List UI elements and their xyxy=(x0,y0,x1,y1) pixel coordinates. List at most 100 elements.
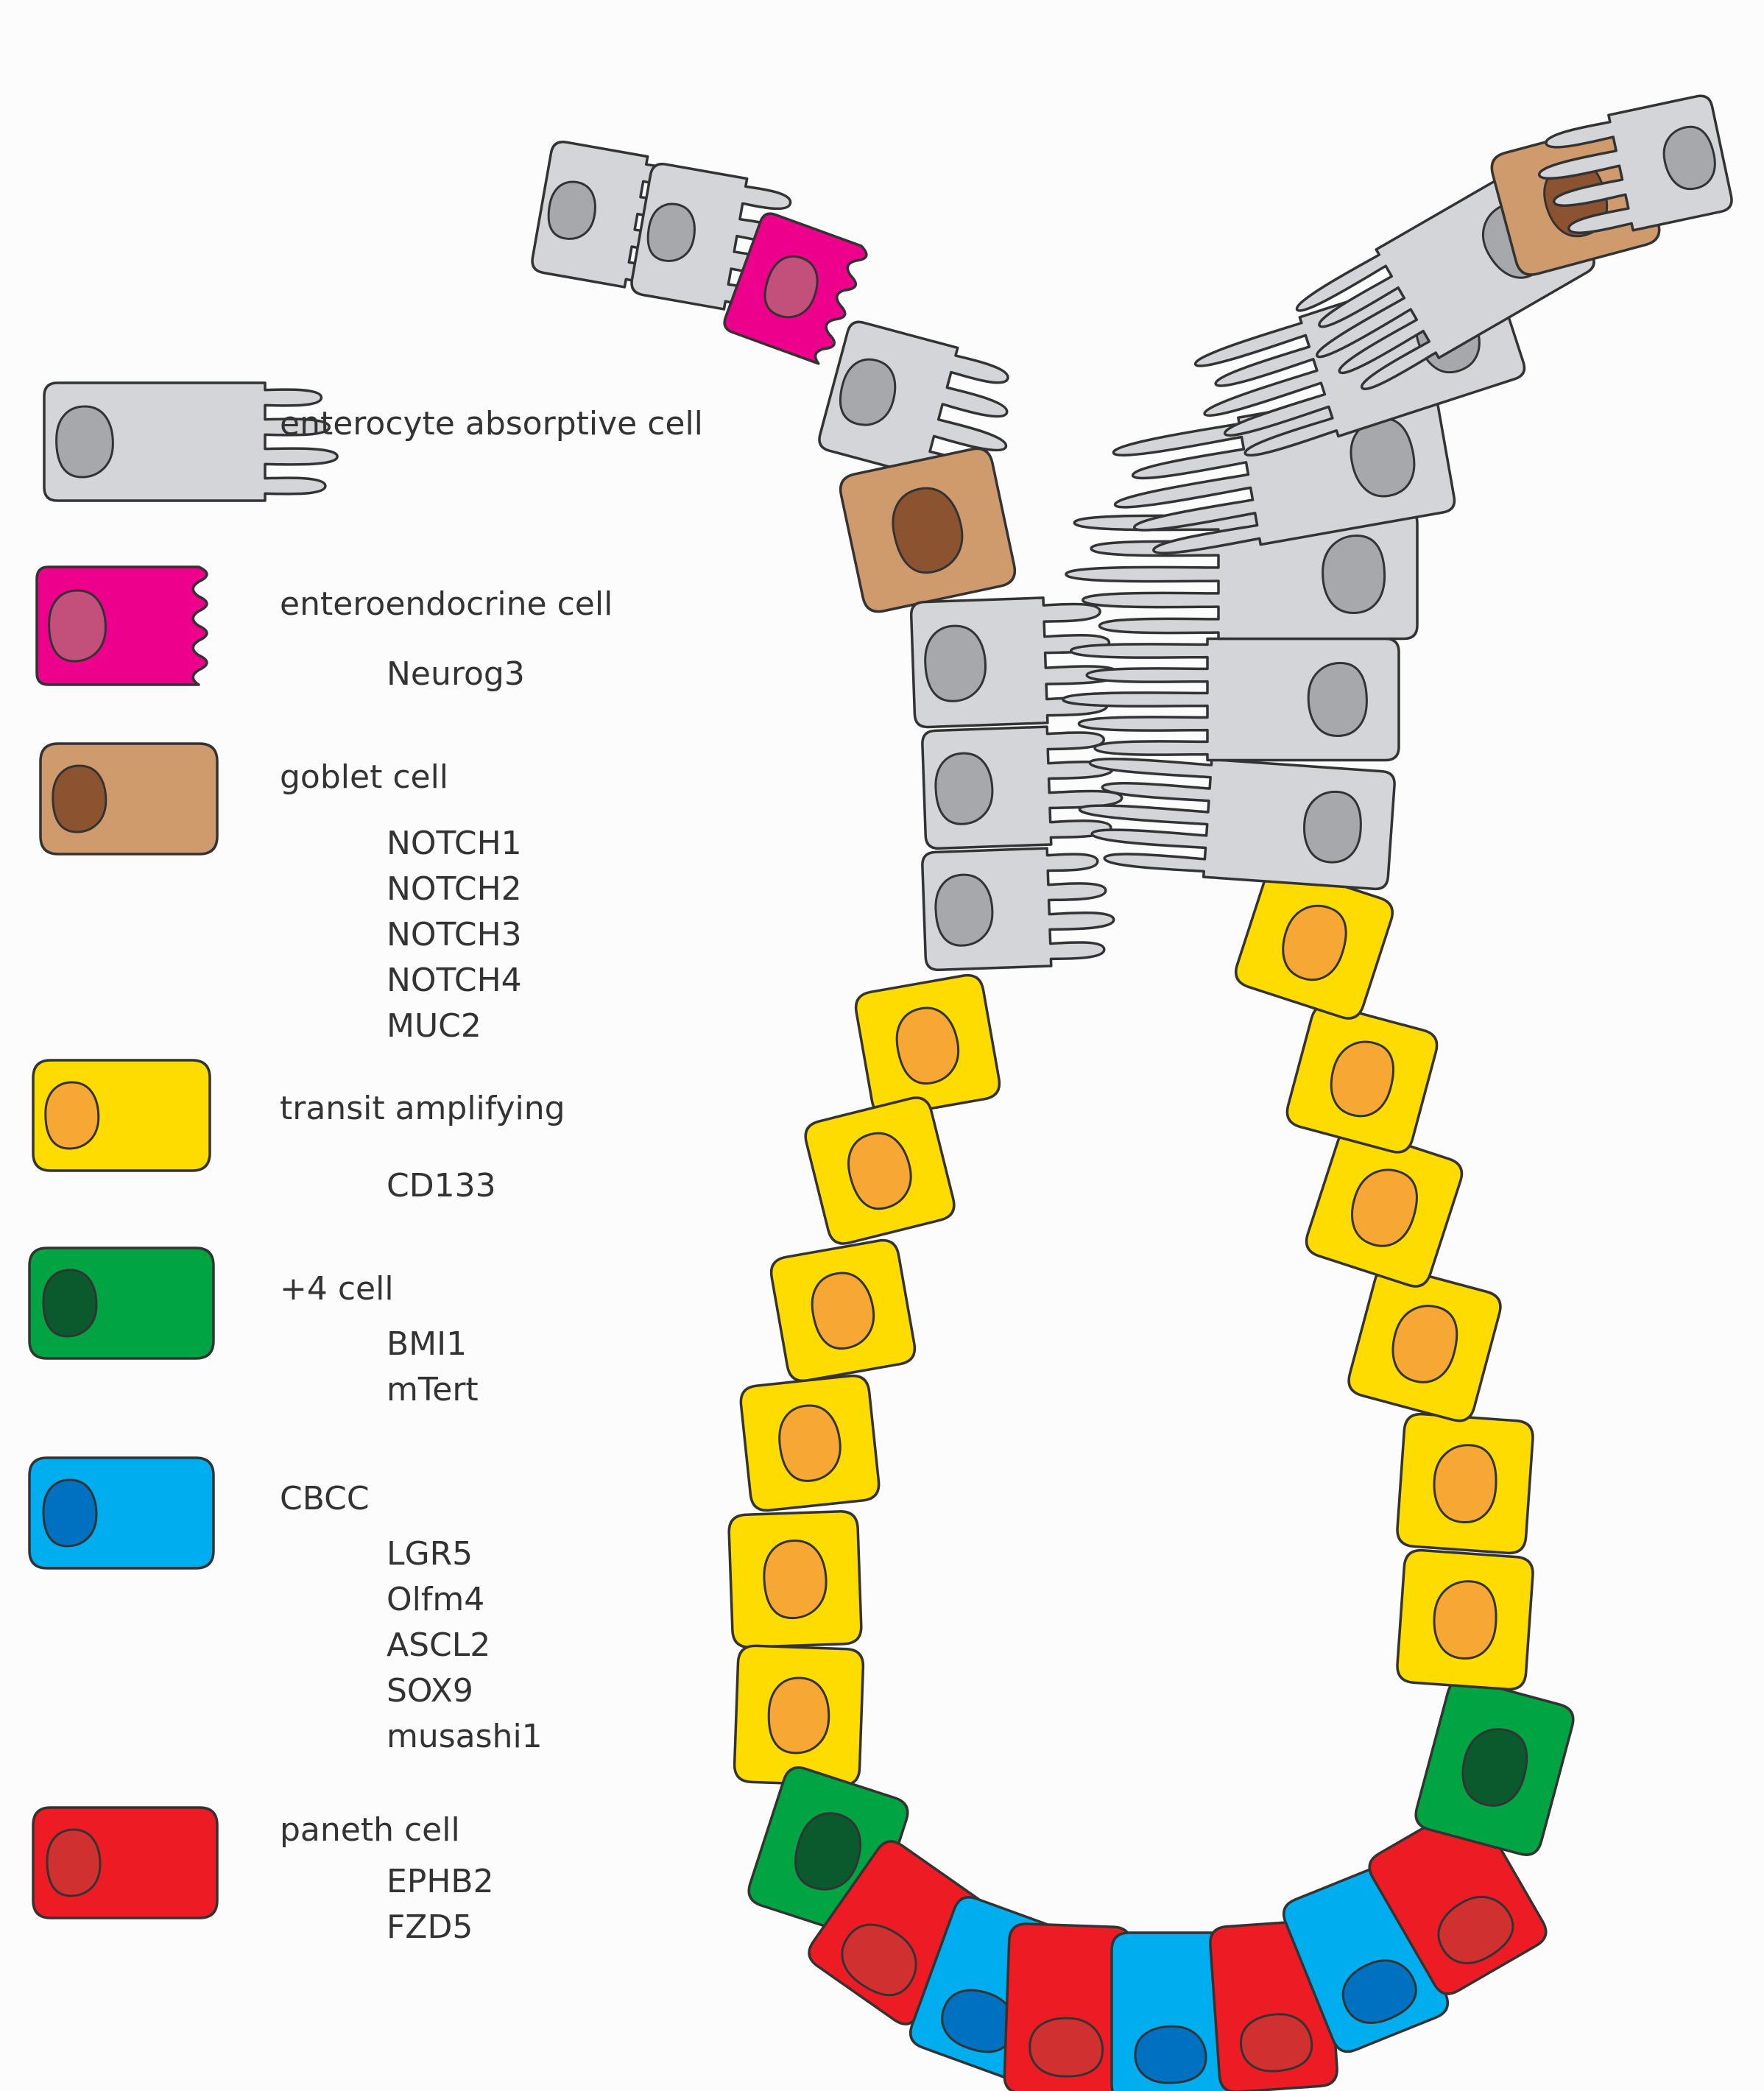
legend-item-enterocyte: enterocyte absorptive cell xyxy=(43,381,703,502)
left-wall-enterocyte-cell xyxy=(630,163,794,311)
right-wall-transit-cell xyxy=(1234,865,1394,1020)
paneth-nucleus xyxy=(46,1828,102,1897)
legend-label-plus4: +4 cell xyxy=(280,1270,394,1308)
legend-swatch-paneth xyxy=(32,1806,219,1919)
enterocyte-nucleus xyxy=(839,358,897,426)
left-wall-enteroendocrine-cell xyxy=(723,212,868,365)
legend-marker: Olfm4 xyxy=(387,1581,484,1618)
transit-nucleus xyxy=(763,1540,828,1620)
base-cbcc-cell xyxy=(1110,1931,1231,2091)
legend-marker: CD133 xyxy=(387,1167,496,1205)
enterocyte-nucleus xyxy=(547,180,596,240)
transit-nucleus xyxy=(44,1081,100,1150)
legend-marker: FZD5 xyxy=(387,1908,473,1946)
legend-marker: NOTCH2 xyxy=(387,870,522,908)
goblet-nucleus xyxy=(52,764,107,833)
plus4-nucleus xyxy=(1461,1728,1528,1807)
transit-nucleus xyxy=(1433,1580,1497,1660)
left-wall-goblet-cell xyxy=(839,447,1017,613)
right-wall-transit-cell xyxy=(1305,1127,1464,1288)
legend-label-transit: transit amplifying xyxy=(280,1090,565,1127)
crypt-illustration xyxy=(531,94,1733,2091)
transit-nucleus xyxy=(811,1272,875,1350)
cell-type-legend: enterocyte absorptive cell enteroendocrin… xyxy=(28,381,703,1946)
left-wall-transit-cell xyxy=(739,1374,881,1512)
cbcc-nucleus xyxy=(1134,2025,1207,2084)
plus4-nucleus xyxy=(794,1812,861,1891)
enterocyte-nucleus xyxy=(1307,661,1368,738)
left-wall-enterocyte-cell xyxy=(818,320,1009,481)
legend-marker: mTert xyxy=(387,1371,479,1408)
left-wall-transit-cell xyxy=(733,1644,865,1787)
legend-marker: musashi1 xyxy=(387,1718,543,1755)
left-wall-transit-cell xyxy=(854,973,1001,1118)
left-wall-enterocyte-cell xyxy=(921,847,1115,972)
paneth-nucleus xyxy=(1437,1896,1514,1964)
goblet-nucleus xyxy=(892,487,964,574)
right-wall-transit-cell xyxy=(1347,1265,1502,1422)
left-wall-enterocyte-cell xyxy=(909,596,1120,729)
legend-marker: NOTCH4 xyxy=(387,962,522,999)
transit-nucleus xyxy=(767,1676,830,1755)
enterocyte-nucleus xyxy=(1303,791,1362,864)
cbcc-nucleus xyxy=(42,1478,98,1548)
left-wall-transit-cell xyxy=(727,1510,863,1649)
legend-label-enteroendocrine: enteroendocrine cell xyxy=(280,585,613,623)
enterocyte-nucleus xyxy=(646,202,696,262)
transit-nucleus xyxy=(1351,1168,1418,1247)
transit-nucleus xyxy=(1391,1305,1458,1383)
left-wall-enterocyte-cell xyxy=(921,725,1123,850)
legend-marker: LGR5 xyxy=(387,1535,473,1573)
legend-marker: BMI1 xyxy=(387,1325,467,1363)
legend-label-goblet: goblet cell xyxy=(280,758,448,796)
legend-swatch-enteroendocrine xyxy=(35,565,208,686)
right-wall-transit-cell xyxy=(1285,1004,1439,1154)
legend-swatch-cbcc xyxy=(28,1456,215,1570)
right-wall-enterocyte-cell xyxy=(1538,94,1733,234)
legend-label-cbcc: CBCC xyxy=(280,1480,370,1517)
enterocyte-nucleus xyxy=(924,624,987,702)
enterocyte-nucleus xyxy=(55,405,114,479)
right-wall-enterocyte-cell xyxy=(1062,637,1400,762)
enteroendocrine-nucleus xyxy=(763,255,819,319)
legend-marker: SOX9 xyxy=(387,1672,473,1710)
transit-nucleus xyxy=(895,1006,960,1085)
paneth-nucleus xyxy=(1029,2017,1104,2078)
enterocyte-nucleus xyxy=(1322,534,1386,615)
enteroendocrine-nucleus xyxy=(48,589,107,663)
legend-marker: EPHB2 xyxy=(387,1863,494,1900)
paneth-nucleus xyxy=(1240,2013,1313,2073)
enterocyte-nucleus xyxy=(934,752,994,825)
transit-nucleus xyxy=(778,1404,842,1482)
transit-nucleus xyxy=(847,1132,912,1210)
legend-swatch-goblet xyxy=(39,742,219,856)
right-wall-plus4-cell xyxy=(1414,1678,1575,1856)
legend-label-enterocyte: enterocyte absorptive cell xyxy=(280,405,703,442)
paneth-nucleus xyxy=(841,1923,917,1997)
enterocyte-nucleus xyxy=(934,873,994,947)
legend-label-paneth: paneth cell xyxy=(280,1811,460,1849)
transit-nucleus xyxy=(1330,1040,1394,1118)
left-wall-transit-cell xyxy=(769,1238,917,1383)
legend-swatch-enterocyte xyxy=(43,381,339,502)
right-wall-enterocyte-cell xyxy=(1065,508,1419,641)
right-wall-enterocyte-cell xyxy=(1078,758,1396,891)
transit-nucleus xyxy=(1433,1444,1497,1523)
legend-swatch-transit xyxy=(32,1059,211,1172)
enterocyte-nucleus xyxy=(1662,125,1716,191)
legend-marker: NOTCH3 xyxy=(387,916,522,953)
right-wall-transit-cell xyxy=(1396,1549,1534,1690)
right-wall-transit-cell xyxy=(1396,1413,1534,1554)
transit-nucleus xyxy=(1282,904,1347,981)
left-wall-transit-cell xyxy=(804,1096,956,1245)
legend-marker: ASCL2 xyxy=(387,1626,490,1664)
legend-marker: MUC2 xyxy=(387,1007,481,1045)
legend-swatch-plus4 xyxy=(28,1247,215,1360)
